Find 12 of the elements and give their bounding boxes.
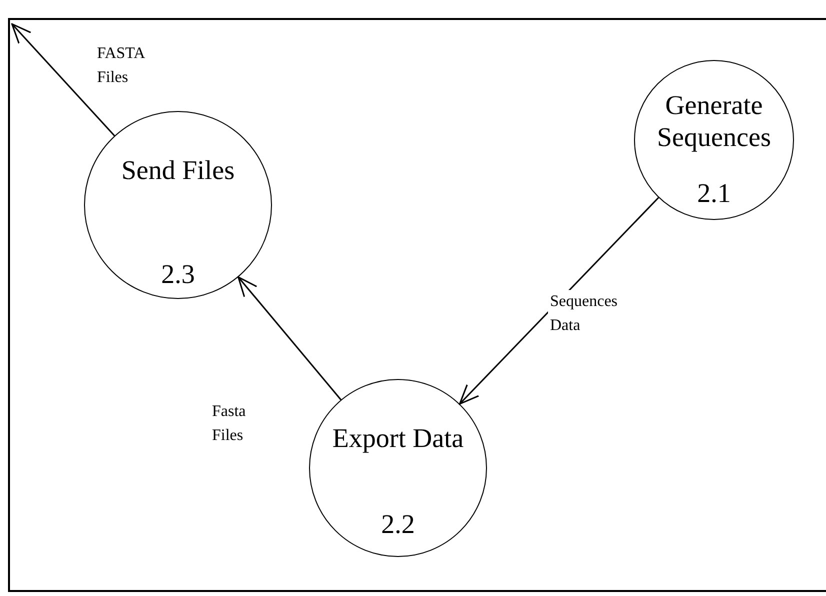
process-circle	[634, 60, 794, 220]
process-name: Export Data	[332, 422, 464, 454]
process-circle	[309, 379, 487, 557]
process-name: Send Files	[121, 154, 235, 186]
arrow	[11, 23, 116, 136]
process-number: 2.3	[161, 259, 195, 290]
process-name: Generate Sequences	[656, 89, 772, 154]
arrow	[459, 197, 660, 405]
process-circle	[84, 111, 272, 299]
process-number: 2.2	[381, 509, 415, 540]
process-number: 2.1	[697, 178, 731, 209]
arrow	[238, 276, 342, 400]
